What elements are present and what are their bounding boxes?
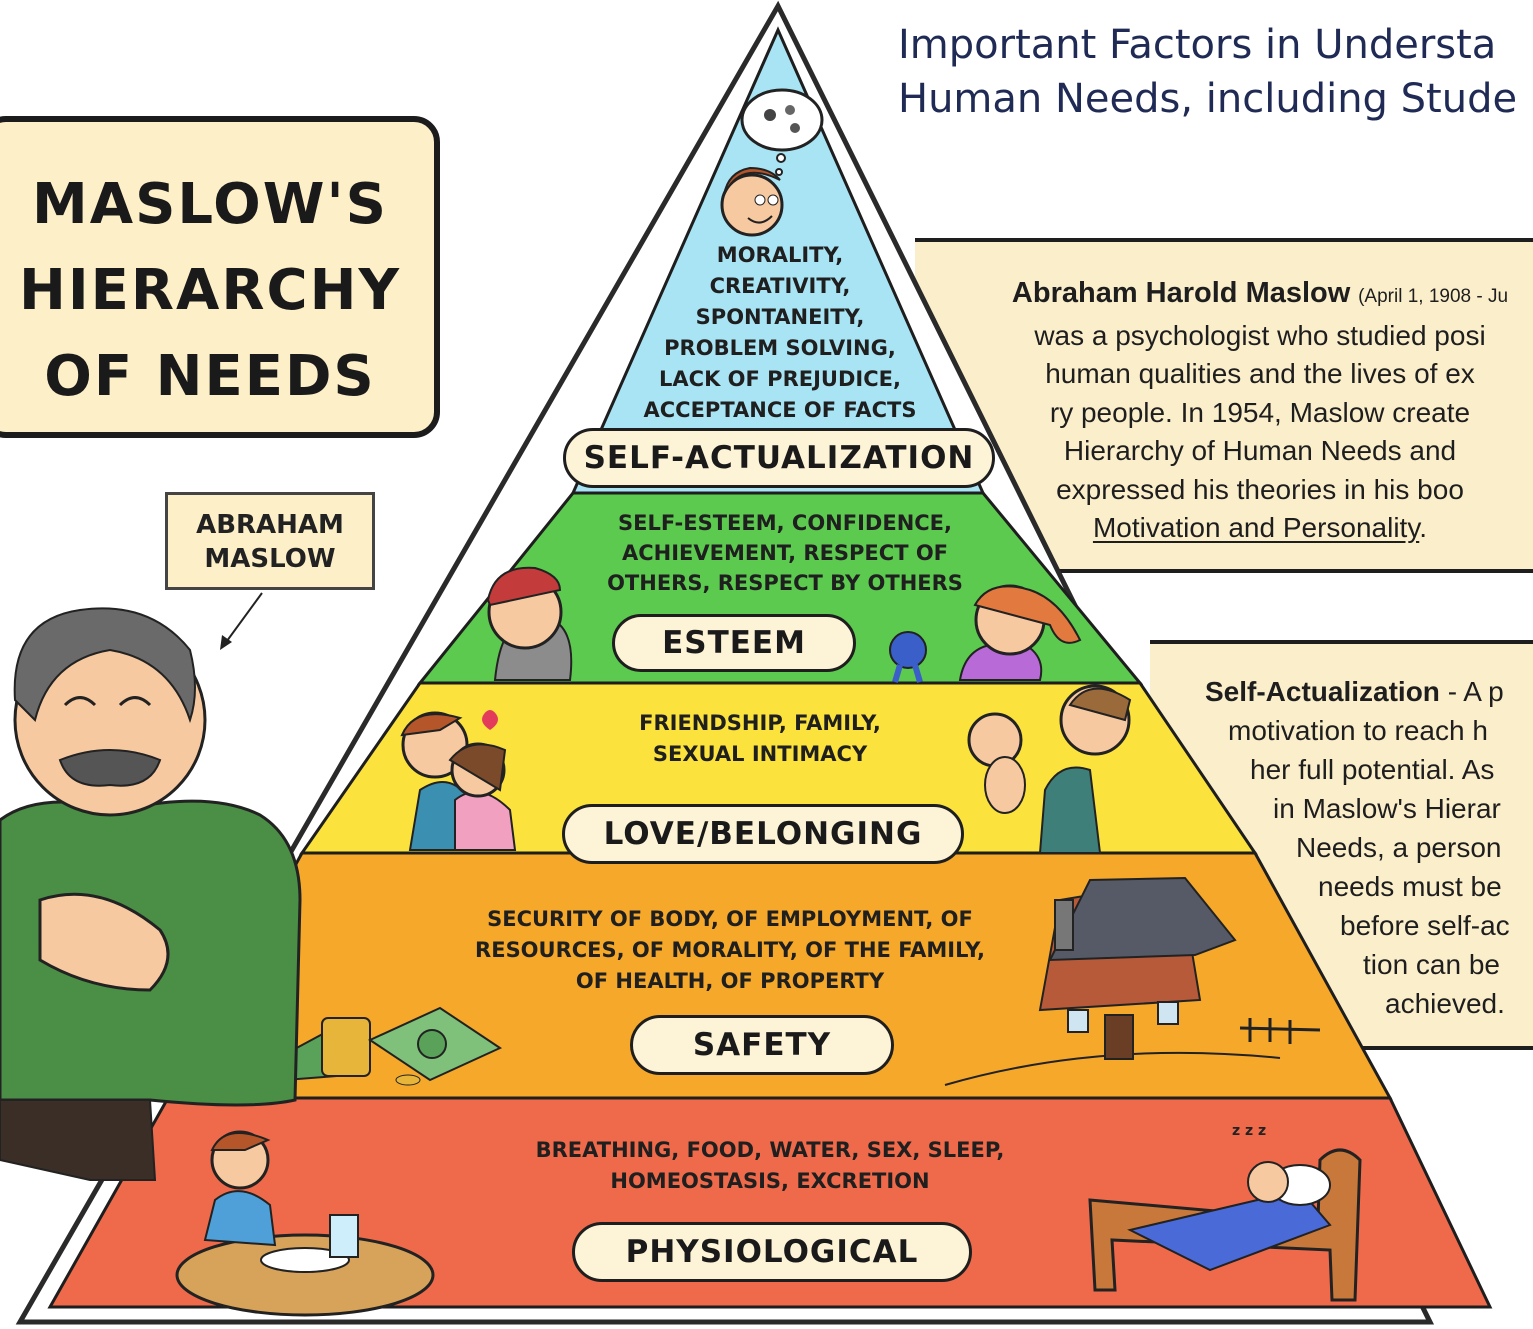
bio-line-2: was a psychologist who studied posi — [1034, 319, 1486, 351]
physiological-description: BREATHING, FOOD, WATER, SEX, SLEEP, HOME… — [480, 1135, 1060, 1197]
biography-panel: Abraham Harold Maslow (April 1, 1908 - J… — [915, 238, 1533, 573]
pointer-arrow — [223, 592, 263, 646]
sa-term: Self-Actualization — [1205, 676, 1440, 707]
bio-book-end: . — [1419, 512, 1428, 543]
thought-bubble-icon — [740, 88, 824, 176]
sa-line-9: achieved. — [1385, 988, 1505, 1019]
description-line: OF HEALTH, OF PROPERTY — [575, 969, 885, 993]
sleeping-in-bed-icon — [1088, 1148, 1362, 1302]
boy-with-cap-icon — [486, 566, 573, 681]
pointer-arrowhead — [220, 635, 232, 650]
description-line: OTHERS, RESPECT BY OTHERS — [607, 571, 963, 595]
bio-line-6: expressed his theories in his boo — [1056, 473, 1464, 505]
description-line: ACCEPTANCE OF FACTS — [643, 398, 917, 422]
description-line: BREATHING, FOOD, WATER, SEX, SLEEP, — [535, 1138, 1005, 1162]
sa-line-3: her full potential. As — [1250, 754, 1495, 785]
sa-line-6: needs must be — [1318, 871, 1502, 902]
sleep-zzz: z z z — [1232, 1123, 1266, 1139]
description-line: SEXUAL INTIMACY — [652, 742, 868, 766]
description-line: MORALITY, — [716, 243, 844, 267]
esteem-label[interactable]: ESTEEM — [612, 614, 856, 672]
title-line-1: MASLOW'S — [32, 172, 388, 237]
description-line: HOMEOSTASIS, EXCRETION — [610, 1169, 930, 1193]
love-belonging-description: FRIENDSHIP, FAMILY, SEXUAL INTIMACY — [570, 708, 950, 770]
hugging-kids-icon — [400, 710, 517, 851]
bio-dates: (April 1, 1908 - Ju — [1358, 286, 1509, 307]
description-line: PROBLEM SOLVING, — [664, 336, 896, 360]
self-actualization-description: MORALITY, CREATIVITY, SPONTANEITY, PROBL… — [600, 240, 960, 426]
physiological-label[interactable]: PHYSIOLOGICAL — [572, 1222, 972, 1282]
description-line: LACK OF PREJUDICE, — [659, 367, 901, 391]
description-line: SELF-ESTEEM, CONFIDENCE, — [617, 511, 953, 535]
bio-line-5: Hierarchy of Human Needs and — [1063, 435, 1457, 466]
description-line: CREATIVITY, — [709, 274, 851, 298]
love-belonging-label[interactable]: LOVE/BELONGING — [562, 804, 964, 864]
sa-line-5: Needs, a person — [1296, 832, 1502, 863]
brick-house-icon — [944, 876, 1321, 1086]
thinking-boy-icon — [720, 166, 784, 237]
header-line-2: Human Needs, including Stude — [898, 76, 1518, 122]
name-tag: ABRAHAM MASLOW — [165, 492, 375, 590]
description-line: SPONTANEITY, — [695, 305, 865, 329]
safety-description: SECURITY OF BODY, OF EMPLOYMENT, OF RESO… — [430, 904, 1030, 997]
sa-line-4: in Maslow's Hierar — [1273, 793, 1501, 824]
title-line-3: OF NEEDS — [44, 344, 376, 409]
self-actualization-label[interactable]: SELF-ACTUALIZATION — [563, 428, 995, 488]
sa-line-7: before self-ac — [1340, 910, 1510, 941]
header-title: Important Factors in Understa Human Need… — [898, 18, 1533, 126]
title-panel: MASLOW'S HIERARCHY OF NEEDS — [0, 116, 440, 438]
bio-line-4: ry people. In 1954, Maslow create — [1049, 396, 1471, 428]
esteem-description: SELF-ESTEEM, CONFIDENCE, ACHIEVEMENT, RE… — [575, 508, 995, 598]
header-line-1: Important Factors in Understa — [898, 22, 1497, 68]
title-line-2: HIERARCHY — [18, 258, 402, 323]
eating-boy-icon — [175, 1130, 435, 1317]
safety-label[interactable]: SAFETY — [630, 1015, 894, 1075]
name-tag-line-2: MASLOW — [204, 544, 336, 574]
name-tag-line-1: ABRAHAM — [196, 510, 344, 540]
girl-with-ribbon-icon — [889, 584, 1082, 683]
book-title-link[interactable]: Motivation and Personality — [1092, 512, 1420, 543]
bio-line-3: human qualities and the lives of ex — [1045, 358, 1475, 389]
description-line: RESOURCES, OF MORALITY, OF THE FAMILY, — [475, 938, 985, 962]
sa-line-8: tion can be — [1363, 949, 1500, 980]
father-and-baby-icon — [967, 684, 1132, 854]
sa-line-2: motivation to reach h — [1228, 715, 1488, 746]
description-line: SECURITY OF BODY, OF EMPLOYMENT, OF — [487, 907, 973, 931]
description-line: FRIENDSHIP, FAMILY, — [639, 711, 881, 735]
abraham-maslow-caricature — [0, 607, 302, 1181]
description-line: ACHIEVEMENT, RESPECT OF — [621, 541, 949, 565]
sa-line-1: - A p — [1439, 676, 1504, 707]
bio-name: Abraham Harold Maslow — [1011, 277, 1351, 309]
money-stack-icon — [263, 1006, 503, 1086]
